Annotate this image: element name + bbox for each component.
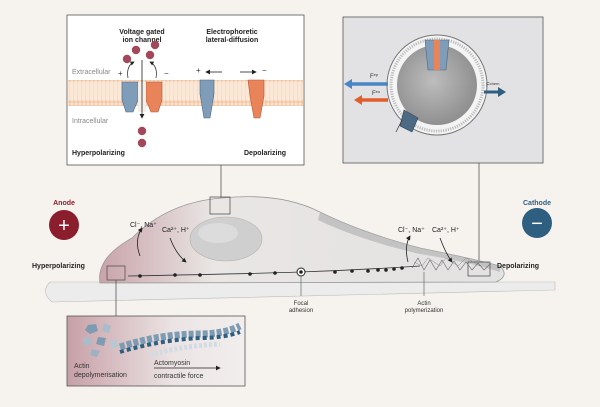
left-ca-h-label: Ca²⁺, H⁺ — [162, 227, 190, 234]
ed-title-1: Electrophoretic — [206, 29, 257, 36]
anode-icon — [49, 210, 79, 240]
right-efflux-arrow — [405, 235, 411, 263]
anode-label: Anode — [53, 200, 75, 207]
left-cl-na-label: Cl⁻, Na⁺ — [130, 222, 157, 229]
blue-membrane-protein-icon — [199, 79, 215, 119]
extracellular-label: Extracellular — [72, 69, 111, 76]
right-ca-h-label: Ca²⁺, H⁺ — [432, 227, 460, 234]
cell-hyperpolarizing-label: Hyperpolarizing — [32, 263, 85, 270]
vesicle-receptor-icon — [395, 109, 419, 133]
depolarizing-label: Depolarizing — [244, 150, 286, 157]
membrane-zoom-box — [209, 196, 231, 215]
actomyosin-label-2: contractile force — [154, 373, 204, 380]
protein-minus-sign: − — [262, 66, 267, 75]
actin-depoly-label-2: depolymerisation — [74, 372, 127, 379]
protein-plus-sign: + — [196, 66, 201, 75]
migrating-cell: Focal adhesion Actin polymerization Cl⁻,… — [32, 196, 556, 314]
vesicle-channel-icon — [424, 39, 450, 71]
actin-monomer-icons — [83, 323, 118, 357]
cell-depolarizing-label: Depolarizing — [497, 263, 539, 270]
channel-minus-sign: − — [164, 69, 169, 78]
left-efflux-arrow — [137, 227, 143, 257]
vgic-title-1: Voltage gated — [119, 29, 164, 36]
anode-sign: + — [58, 215, 70, 237]
cathode-label: Cathode — [523, 200, 551, 207]
substrate — [45, 281, 556, 303]
force-ep-label: Fep — [370, 72, 379, 80]
intracellular-label: Intracellular — [72, 118, 109, 125]
actin-filament-icon — [118, 322, 242, 358]
voltage-gated-channel-icon — [121, 60, 163, 119]
ion-channel-panel: Voltage gated ion channel Electrophoreti… — [66, 14, 305, 166]
right-influx-arrow — [439, 237, 453, 263]
focal-adhesion-dots — [138, 266, 404, 278]
front-zoom-box — [467, 261, 491, 277]
hyperpolarizing-label: Hyperpolarizing — [72, 150, 125, 157]
channel-plus-sign: + — [118, 69, 123, 78]
orange-membrane-protein-icon — [247, 79, 265, 119]
ion-icons — [122, 40, 160, 148]
left-influx-arrow — [169, 237, 187, 263]
cathode-icon — [522, 208, 552, 238]
ed-title-2: lateral-diffusion — [206, 37, 259, 44]
vesicle-core — [397, 45, 477, 125]
actomyosin-label-1: Actomyosin — [154, 360, 190, 367]
focal-label-2: adhesion — [289, 308, 313, 314]
cathode-sign: − — [531, 213, 543, 235]
vesicle-panel: Fep Feo Fchem — [342, 16, 544, 164]
lipid-bilayer — [68, 80, 303, 106]
actin-depoly-label-1: Actin — [74, 363, 90, 370]
force-eo-label: Feo — [372, 89, 381, 97]
actin-poly-label-1: Actin — [417, 301, 430, 307]
actin-poly-label-2: polymerization — [405, 308, 444, 314]
focal-label-1: Focal — [294, 301, 309, 307]
vgic-title-2: ion channel — [123, 37, 162, 44]
actomyosin-panel: Actin depolymerisation Actomyosin contra… — [66, 315, 246, 387]
right-cl-na-label: Cl⁻, Na⁺ — [398, 227, 425, 234]
force-chem-label: Fchem — [486, 81, 500, 89]
